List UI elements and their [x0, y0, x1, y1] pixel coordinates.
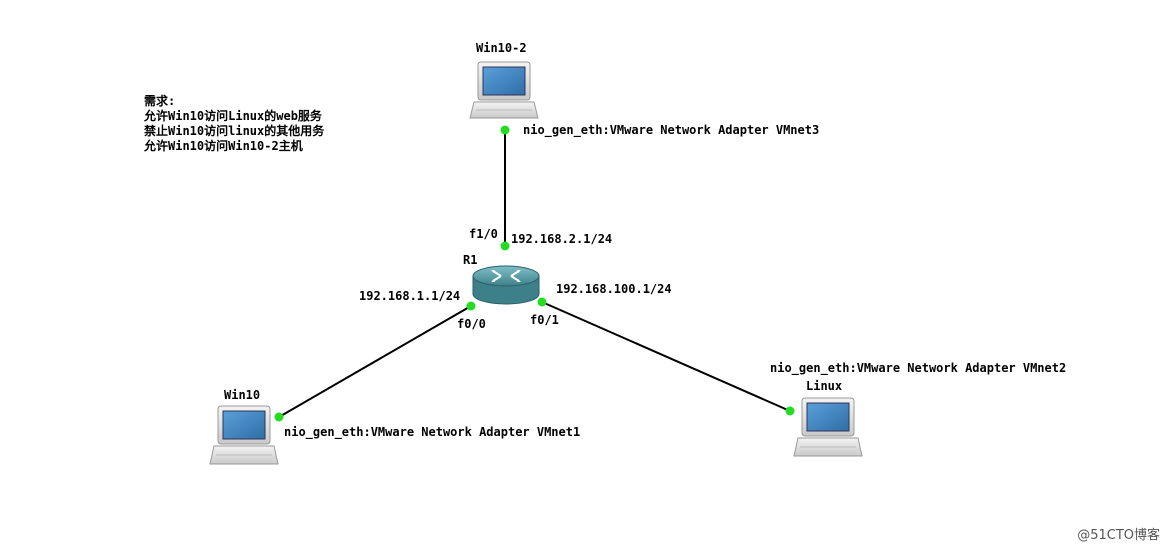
node-label-linux: Linux	[806, 379, 843, 393]
requirement-line: 允许Win10访问Linux的web服务	[144, 109, 322, 123]
router-icon[interactable]	[472, 265, 540, 305]
ip-label-f0-0: 192.168.1.1/24	[359, 289, 461, 303]
requirements-note: 需求: 允许Win10访问Linux的web服务 禁止Win10访问linux的…	[144, 94, 324, 154]
node-label-win10: Win10	[224, 388, 261, 402]
requirement-line: 禁止Win10访问linux的其他用务	[144, 124, 325, 138]
watermark: @51CTO博客	[1077, 528, 1160, 543]
port-label-f0-1: f0/1	[530, 313, 559, 327]
port-dot-r1-f0-0[interactable]	[466, 301, 476, 311]
port-dot-win10-2[interactable]	[500, 125, 510, 135]
node-label-r1: R1	[463, 253, 478, 267]
port-label-f0-0: f0/0	[457, 317, 486, 331]
requirements-title: 需求:	[144, 94, 176, 108]
linux-laptop-icon[interactable]	[793, 397, 863, 457]
win10-laptop-icon[interactable]	[209, 405, 279, 465]
link-left[interactable]	[278, 305, 472, 418]
node-label-win10-2: Win10-2	[476, 41, 527, 55]
port-dot-r1-f0-1[interactable]	[537, 297, 547, 307]
ip-label-f0-1: 192.168.100.1/24	[556, 282, 672, 296]
requirement-line: 允许Win10访问Win10-2主机	[144, 139, 303, 153]
adapter-label-vmnet1: nio_gen_eth:VMware Network Adapter VMnet…	[284, 425, 581, 439]
adapter-label-vmnet2: nio_gen_eth:VMware Network Adapter VMnet…	[770, 361, 1067, 375]
port-dot-win10[interactable]	[274, 412, 284, 422]
win10-2-laptop-icon[interactable]	[469, 61, 539, 119]
adapter-label-vmnet3: nio_gen_eth:VMware Network Adapter VMnet…	[523, 123, 820, 137]
port-dot-r1-f1-0[interactable]	[500, 241, 510, 251]
port-dot-linux[interactable]	[785, 406, 795, 416]
link-right[interactable]	[541, 301, 791, 412]
port-label-f1-0: f1/0	[469, 227, 498, 241]
ip-label-f1-0: 192.168.2.1/24	[511, 232, 613, 246]
